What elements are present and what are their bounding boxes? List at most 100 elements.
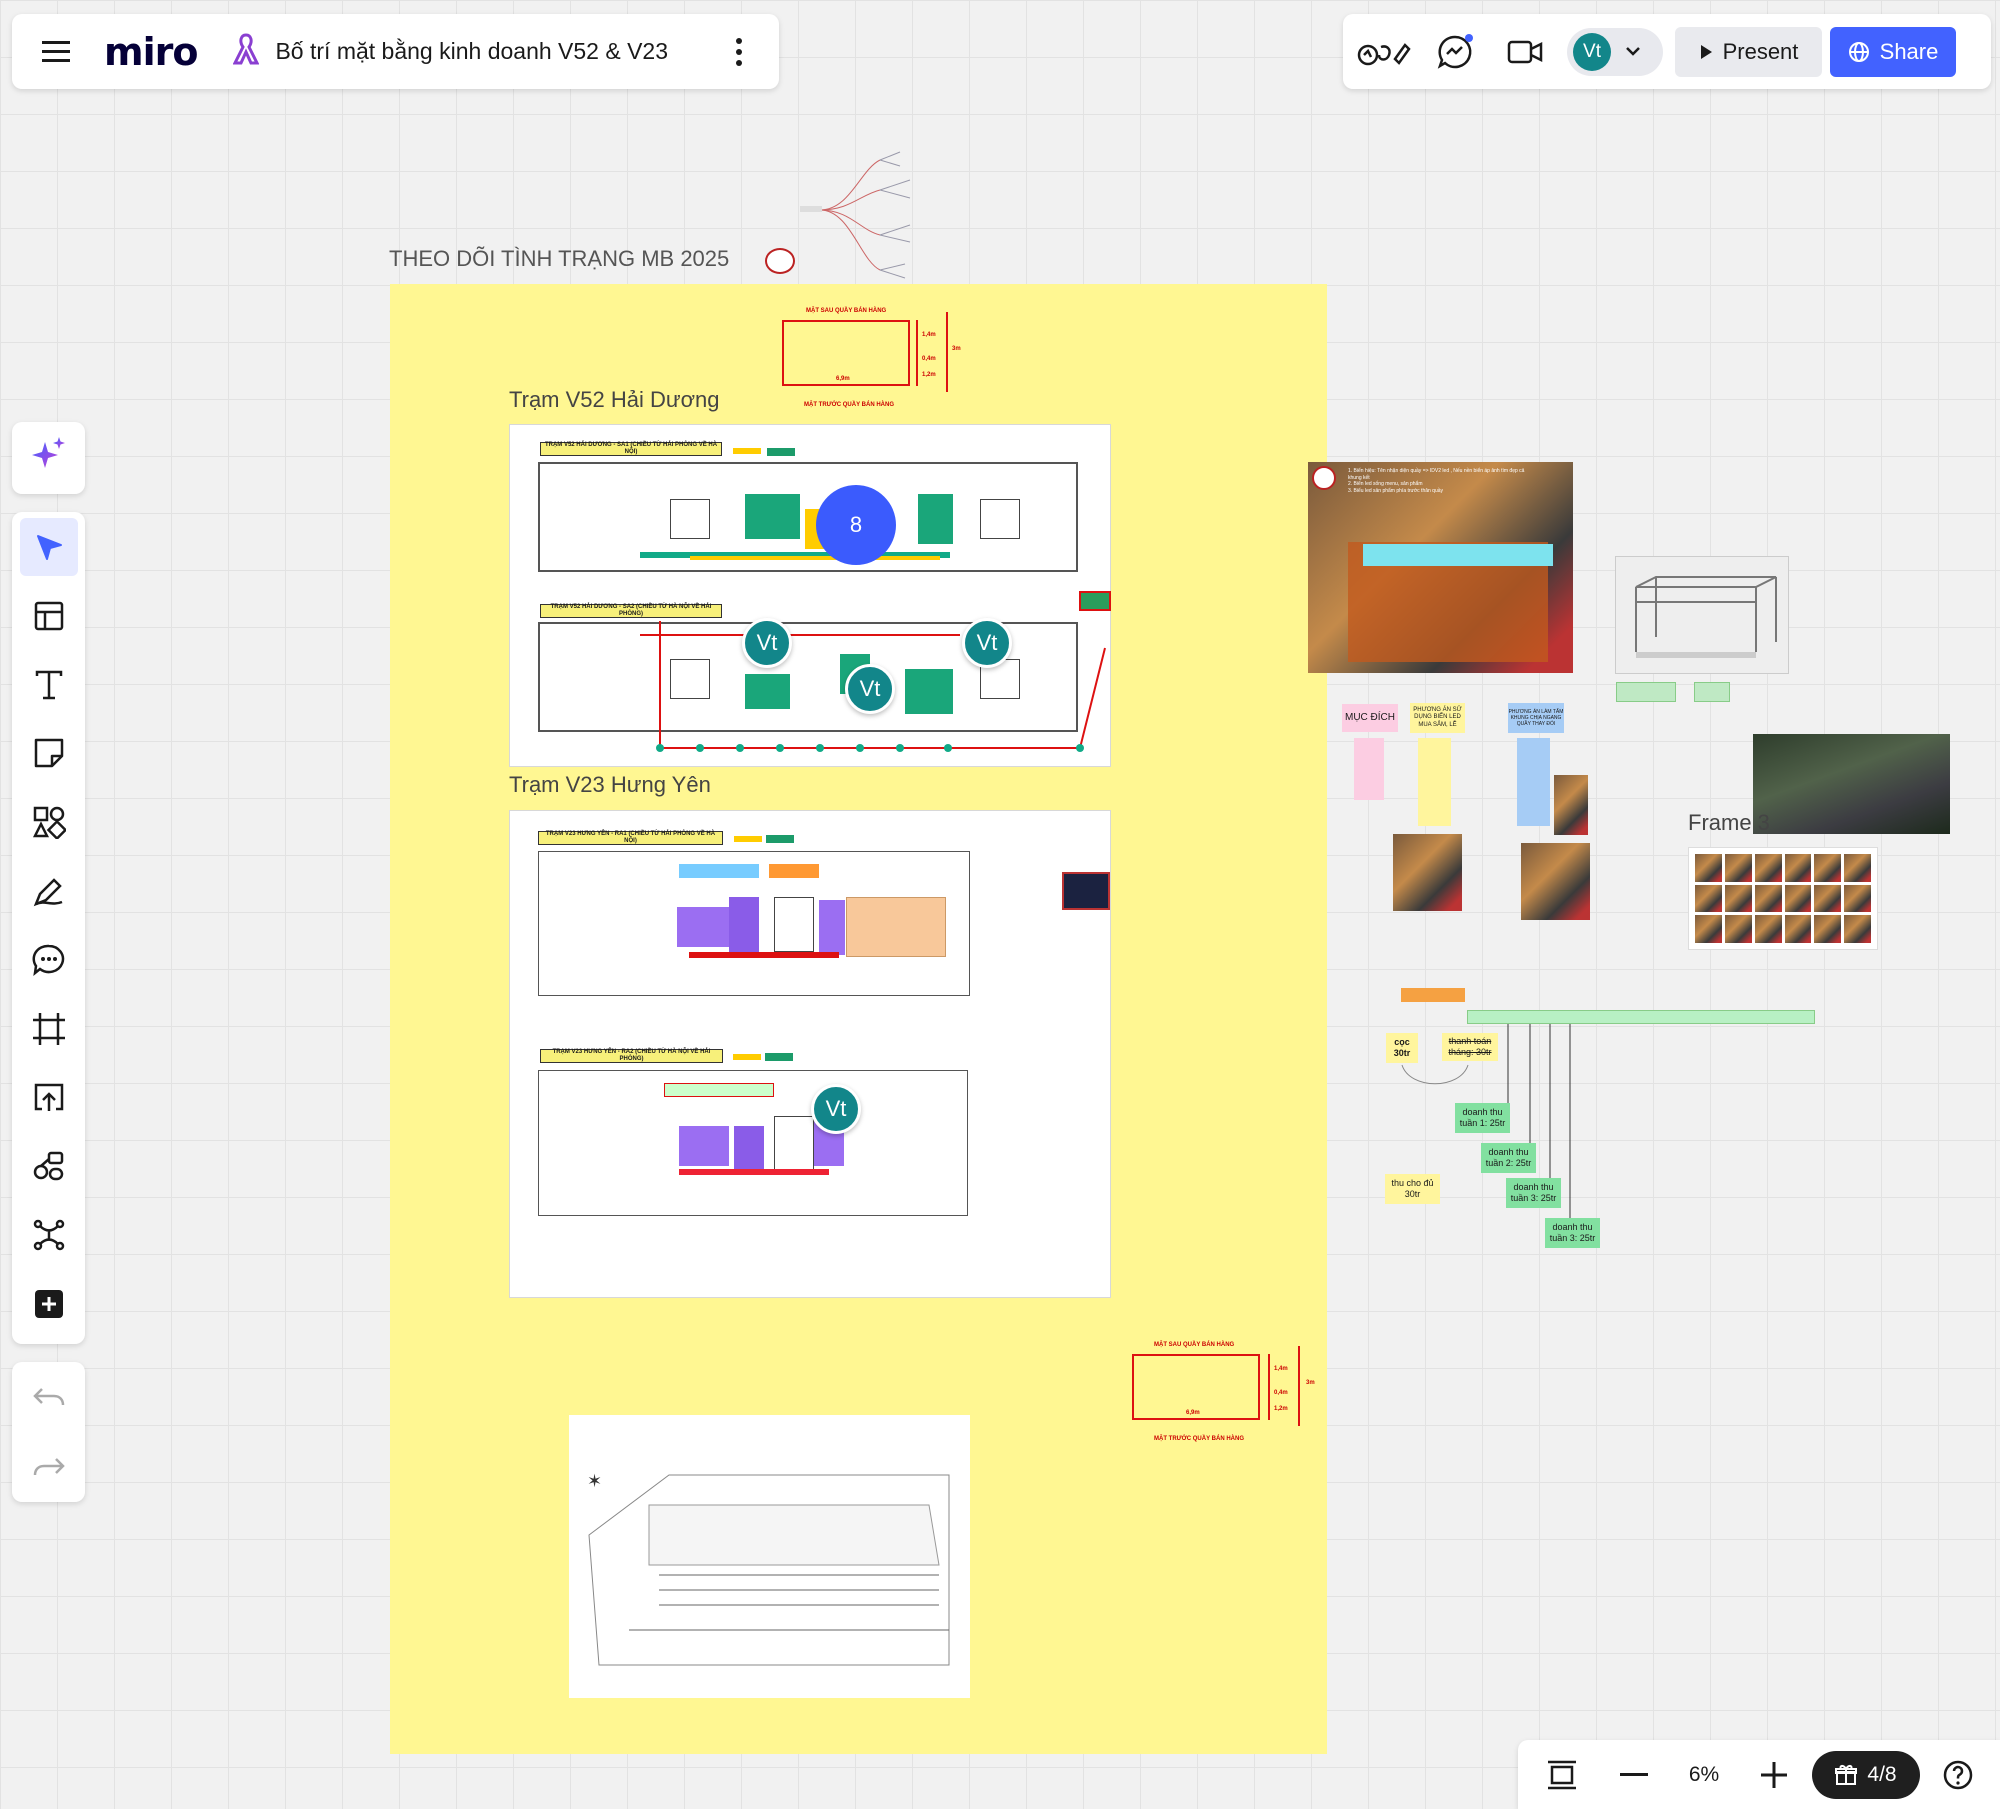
miro-logo[interactable]: miro xyxy=(104,29,198,74)
undo-icon[interactable] xyxy=(20,1368,78,1426)
shapes-icon[interactable] xyxy=(20,793,78,851)
pages-counter: 4/8 xyxy=(1867,1762,1897,1786)
collaborator-cursor-vt[interactable]: Vt xyxy=(962,618,1012,668)
user-menu[interactable]: Vt xyxy=(1567,27,1663,76)
plan-v52-sa1-label: TRẠM V52 HẢI DƯƠNG - SA1 (CHIỀU TỪ HẢI P… xyxy=(540,442,722,456)
zoom-in-icon[interactable] xyxy=(1744,1745,1804,1805)
comment-icon[interactable] xyxy=(20,931,78,989)
floorplan-v23-ra1[interactable] xyxy=(538,851,970,996)
counter-d3: 1,2m xyxy=(922,372,936,378)
reference-photo[interactable] xyxy=(1554,775,1588,835)
pages-button[interactable]: 4/8 xyxy=(1812,1750,1920,1799)
video-icon[interactable] xyxy=(1497,24,1553,80)
cluster-badge[interactable]: 8 xyxy=(816,485,896,565)
upload-icon[interactable] xyxy=(20,1069,78,1127)
dark-thumb[interactable] xyxy=(1062,872,1110,910)
counter-width: 6,9m xyxy=(1186,1410,1200,1416)
sticky-note-icon[interactable] xyxy=(20,724,78,782)
legend-chip xyxy=(766,835,794,843)
plus-icon[interactable] xyxy=(20,1275,78,1333)
share-button[interactable]: Share xyxy=(1830,26,1956,77)
plan-v23-ra2-label: TRẠM V23 HƯNG YÊN - RA2 (CHIỀU TỪ HÀ NỘI… xyxy=(540,1049,723,1063)
counter-vline xyxy=(1268,1354,1270,1420)
counter-rect xyxy=(1132,1354,1260,1420)
reactions-icon[interactable] xyxy=(1357,24,1413,80)
satellite-image[interactable] xyxy=(1753,734,1950,834)
counter-d1: 1,4m xyxy=(1274,1366,1288,1372)
select-icon[interactable] xyxy=(19,518,78,576)
legend-chip xyxy=(733,448,761,454)
zoom-level[interactable]: 6% xyxy=(1688,1762,1720,1786)
zoom-bar: 6% 4/8 xyxy=(1518,1740,2000,1809)
plan-v23-ra1-label: TRẠM V23 HƯNG YÊN - RA1 (CHIỀU TỪ HẢI PH… xyxy=(538,831,723,845)
site-plan-image[interactable]: ✶ xyxy=(569,1415,970,1698)
deposit-sticky[interactable]: cọc 30tr xyxy=(1386,1033,1418,1063)
frame-3-label[interactable]: Frame 3 xyxy=(1688,810,1770,835)
counter-d3: 1,2m xyxy=(1274,1406,1288,1412)
reference-photo[interactable] xyxy=(1521,843,1590,920)
map-thumb-green[interactable] xyxy=(1079,591,1111,611)
pink-sticky[interactable] xyxy=(1354,738,1384,800)
counter-vline-total xyxy=(946,312,948,392)
play-icon xyxy=(1700,44,1712,59)
collaborator-cursor-vt[interactable]: Vt xyxy=(742,618,792,668)
present-button[interactable]: Present xyxy=(1675,26,1822,77)
frame-dims xyxy=(1600,682,1800,712)
revenue-week1-sticky[interactable]: doanh thu tuần 1: 25tr xyxy=(1455,1103,1510,1133)
mindmap-icon[interactable] xyxy=(20,1206,78,1264)
collect-enough-sticky[interactable]: thu cho đủ 30tr xyxy=(1385,1174,1440,1204)
floorplan-v52-sa1[interactable] xyxy=(538,462,1078,572)
counter-width: 6,9m xyxy=(836,376,850,382)
board-title[interactable]: Bố trí mặt bằng kinh doanh V52 & V23 xyxy=(275,38,669,64)
counter-back-label: MẶT SAU QUẦY BÁN HÀNG xyxy=(806,308,887,314)
redo-icon[interactable] xyxy=(20,1438,78,1496)
section-v23-title[interactable]: Trạm V23 Hưng Yên xyxy=(509,772,711,797)
monthly-payment-sticky[interactable]: thanh toán tháng: 30tr xyxy=(1442,1033,1498,1061)
fit-icon[interactable] xyxy=(1532,1745,1592,1805)
booth-render-image[interactable]: 1. Biển hiệu: Tên nhận diện quầy => IDV2… xyxy=(1308,462,1573,673)
help-icon[interactable] xyxy=(1928,1745,1988,1805)
share-label: Share xyxy=(1879,38,1939,64)
collab-toolbar: Vt Present Share xyxy=(1343,14,1991,89)
text-icon[interactable] xyxy=(20,656,78,714)
collaborator-cursor-vt[interactable]: Vt xyxy=(845,664,895,714)
legend-chip xyxy=(767,448,795,456)
counter-vline-total xyxy=(1298,1346,1300,1426)
legend-chip xyxy=(733,1054,761,1060)
section-v52-title[interactable]: Trạm V52 Hải Dương xyxy=(509,387,720,412)
counter-rect xyxy=(782,320,910,386)
yellow-sticky-stack[interactable] xyxy=(1418,738,1451,826)
notification-dot xyxy=(1465,33,1473,42)
menu-icon[interactable] xyxy=(26,14,86,89)
counter-diagram-bottom[interactable]: MẶT SAU QUẦY BÁN HÀNG 1,4m 0,4m 1,2m 3m … xyxy=(1120,1338,1330,1448)
blue-sticky-stack[interactable] xyxy=(1517,738,1550,826)
floorplan-v23-ra2[interactable] xyxy=(538,1070,968,1216)
purpose-sticky[interactable]: MỤC ĐÍCH xyxy=(1342,704,1398,732)
zoom-out-icon[interactable] xyxy=(1604,1745,1664,1805)
counter-back-label: MẶT SAU QUẦY BÁN HÀNG xyxy=(1154,1342,1235,1348)
reference-photo[interactable] xyxy=(1393,834,1462,911)
option-frame-sticky[interactable]: PHƯƠNG ÁN LÀM TẤM KHUNG CHỊA NGANG QUẦY … xyxy=(1508,703,1564,733)
diagram-icon[interactable] xyxy=(20,1137,78,1195)
templates-icon[interactable] xyxy=(20,587,78,645)
creation-toolbar xyxy=(12,512,85,1344)
tracking-title[interactable]: THEO DÕI TÌNH TRẠNG MB 2025 xyxy=(389,246,730,271)
revenue-week3b-sticky[interactable]: doanh thu tuần 3: 25tr xyxy=(1545,1218,1600,1248)
frame-3-gallery[interactable] xyxy=(1688,847,1878,950)
collaborator-cursor-vt[interactable]: Vt xyxy=(811,1084,861,1134)
chevron-down-icon xyxy=(1625,43,1641,61)
frame-structure-image[interactable] xyxy=(1615,556,1789,674)
history-panel xyxy=(12,1362,85,1502)
ai-sparkle-icon[interactable] xyxy=(20,424,78,482)
option-led-sticky[interactable]: PHƯƠNG ÁN SỬ DỤNG BIỂN LED MUA SẮM, LỄ xyxy=(1410,703,1465,733)
pen-icon[interactable] xyxy=(20,862,78,920)
present-label: Present xyxy=(1722,38,1799,64)
legend-chip xyxy=(734,836,762,842)
counter-diagram-top[interactable]: MẶT SAU QUẦY BÁN HÀNG 1,4m 0,4m 1,2m 3m … xyxy=(770,306,970,411)
frame-icon[interactable] xyxy=(20,1000,78,1058)
revenue-week2-sticky[interactable]: doanh thu tuần 2: 25tr xyxy=(1481,1143,1536,1173)
mindmap-widget[interactable] xyxy=(800,140,940,290)
revenue-week3-sticky[interactable]: doanh thu tuần 3: 25tr xyxy=(1506,1178,1561,1208)
more-icon[interactable] xyxy=(729,37,749,66)
chat-icon[interactable] xyxy=(1427,24,1483,80)
